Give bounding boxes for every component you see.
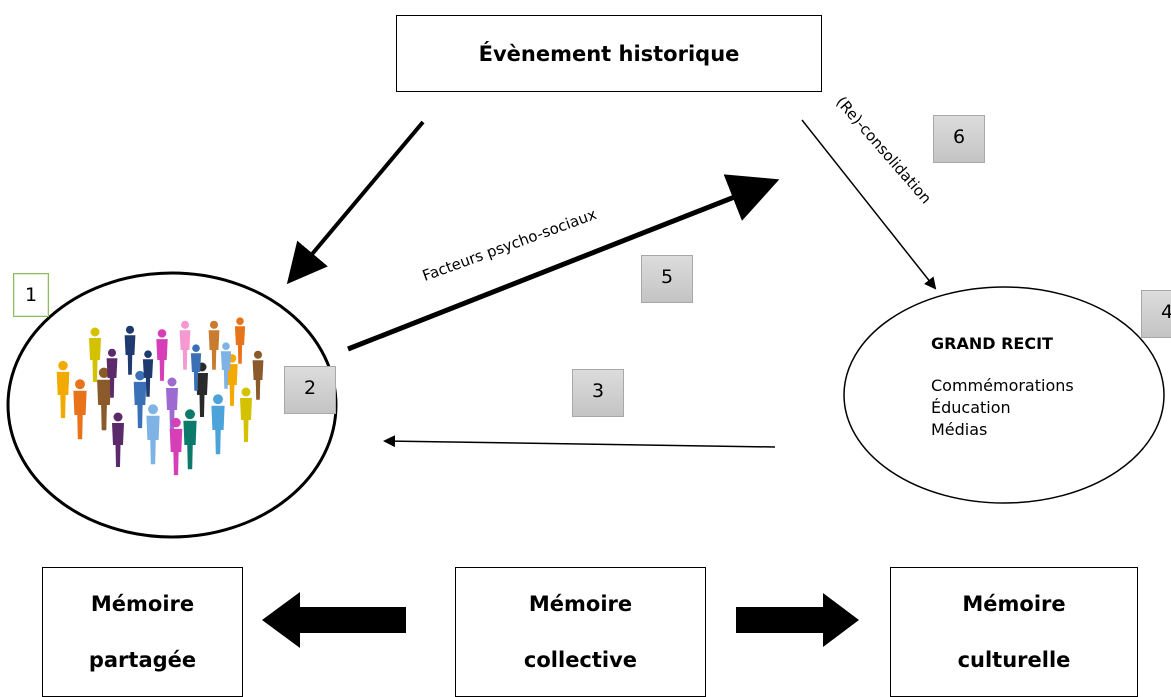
person-silhouette (252, 350, 264, 400)
number-badge-3: 3 (572, 369, 624, 417)
person-silhouette (146, 404, 160, 465)
number-badge-2: 2 (284, 366, 336, 414)
block-arrow-right (736, 593, 859, 647)
person-silhouette (166, 377, 178, 432)
memoire-culturelle-line1: Mémoire (962, 592, 1066, 616)
person-silhouette (112, 412, 124, 467)
person-silhouette (133, 370, 147, 429)
person-silhouette (179, 320, 191, 370)
grand-recit-text: GRAND RECIT Commémorations Éducation Méd… (931, 333, 1074, 441)
person-silhouette (56, 360, 70, 419)
grand-recit-circle (843, 286, 1165, 504)
person-silhouette (220, 342, 232, 389)
person-silhouette (169, 417, 183, 476)
number-badge-6: 6 (933, 115, 985, 163)
memoire-partagee-box: Mémoire partagée (42, 567, 243, 697)
person-silhouette (142, 350, 154, 397)
historical-event-box: Évènement historique (396, 15, 822, 92)
block-arrow-left (262, 592, 406, 648)
number-badge-5: 5 (641, 255, 693, 303)
recit-item-commemorations: Commémorations (931, 376, 1074, 395)
historical-event-title: Évènement historique (478, 42, 740, 66)
arrow-event-to-crowd (286, 120, 425, 285)
person-silhouette (234, 317, 246, 364)
number-badge-4: 4 (1141, 290, 1171, 338)
arrow-recit-to-crowd (383, 435, 776, 448)
person-silhouette (211, 394, 225, 455)
grand-recit-title: GRAND RECIT (931, 334, 1053, 353)
person-silhouette (89, 327, 101, 382)
memoire-culturelle-box: Mémoire culturelle (890, 567, 1138, 697)
person-silhouette (106, 348, 118, 398)
arrow-crowd-to-event (347, 174, 780, 352)
memoire-collective-line2: collective (523, 648, 638, 672)
person-silhouette (190, 344, 202, 391)
recit-item-education: Éducation (931, 398, 1011, 417)
memoire-partagee-line2: partagée (88, 648, 197, 672)
memoire-culturelle-line2: culturelle (957, 648, 1071, 672)
arrow-event-to-recit (801, 119, 937, 290)
person-silhouette (124, 325, 136, 375)
crowd-icon (56, 317, 264, 476)
memoire-partagee-line1: Mémoire (90, 592, 195, 616)
recit-item-medias: Médias (931, 420, 988, 439)
memoire-collective-line1: Mémoire (528, 592, 633, 616)
person-silhouette (73, 379, 87, 440)
number-badge-1: 1 (13, 273, 49, 317)
person-silhouette (97, 367, 111, 431)
person-silhouette (183, 409, 197, 470)
memoire-collective-box: Mémoire collective (455, 567, 706, 697)
person-silhouette (240, 387, 252, 442)
shared-memory-circle (6, 271, 338, 539)
person-silhouette (156, 329, 168, 381)
person-silhouette (208, 320, 220, 370)
